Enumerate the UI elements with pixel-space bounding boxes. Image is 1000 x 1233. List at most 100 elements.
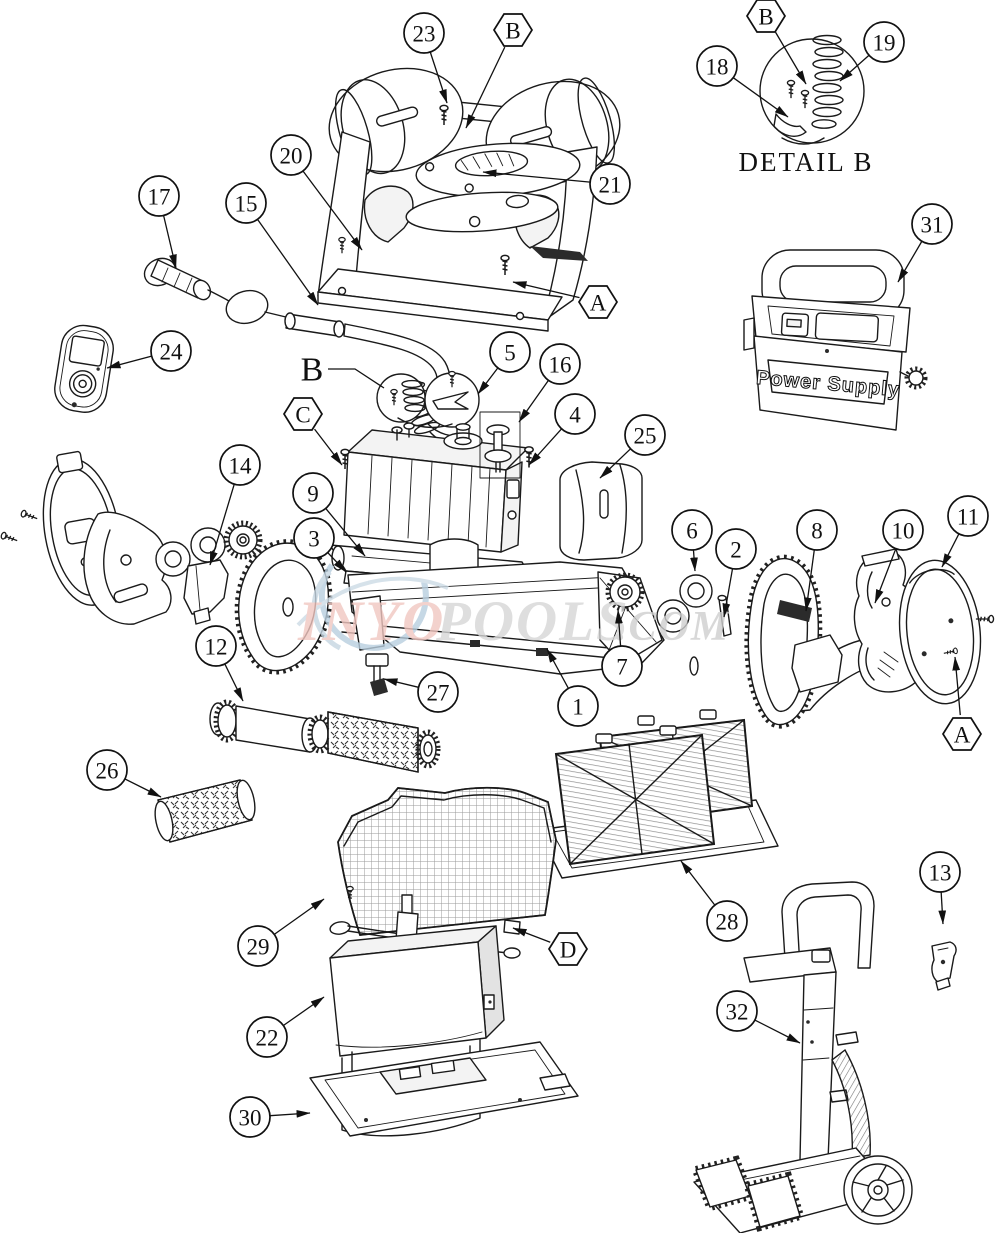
callout-B: B: [301, 352, 385, 389]
part-bottom-plate: [309, 1039, 579, 1137]
svg-text:20: 20: [280, 144, 303, 169]
svg-text:B: B: [301, 352, 324, 389]
part-bracket-14: [183, 559, 229, 625]
left-side-plate: [83, 511, 172, 625]
svg-text:27: 27: [427, 681, 450, 706]
svg-text:28: 28: [716, 910, 739, 935]
part-wheel-11: [898, 559, 982, 705]
callout-5: 5: [477, 331, 531, 395]
right-pulley-7: [605, 572, 645, 612]
svg-text:2: 2: [730, 538, 742, 563]
svg-text:30: 30: [239, 1106, 262, 1131]
part-clip-13: [931, 941, 957, 991]
callout-8: 8: [796, 509, 838, 612]
callout-A: A: [941, 656, 983, 751]
svg-text:A: A: [954, 723, 971, 748]
part-track-left: [234, 539, 333, 675]
svg-text:6: 6: [686, 519, 698, 544]
svg-text:21: 21: [599, 173, 622, 198]
part-remote-control: [54, 324, 114, 413]
svg-text:4: 4: [569, 403, 581, 428]
motor-pod: [791, 634, 843, 693]
watermark-text-3: .COM: [616, 604, 730, 650]
svg-text:B: B: [505, 19, 520, 44]
part-basket: [337, 786, 557, 936]
callout-1: 1: [546, 648, 599, 727]
cart-wheel: [843, 1155, 913, 1225]
svg-text:24: 24: [160, 340, 184, 365]
callout-7: 7: [601, 609, 643, 687]
part-side-cover: [559, 461, 643, 561]
callout-6: 6: [671, 509, 713, 572]
svg-text:B: B: [758, 5, 773, 30]
svg-text:D: D: [560, 938, 577, 963]
callout-12: 12: [195, 625, 244, 702]
svg-text:13: 13: [929, 861, 952, 886]
callout-B: B: [465, 13, 534, 129]
part-bracket-27: [365, 653, 389, 696]
cart-cleat-feet: [690, 1155, 806, 1232]
callout-11: 11: [941, 495, 989, 568]
callout-23: 23: [403, 12, 448, 104]
callout-32: 32: [716, 990, 801, 1044]
part-caddy-cart: [690, 881, 913, 1233]
swivel-detail-circles: [376, 370, 480, 429]
svg-text:17: 17: [148, 185, 171, 210]
callout-19: 19: [839, 21, 905, 82]
callout-A: A: [512, 281, 619, 319]
part-handle-float-assembly: [317, 67, 621, 332]
left-pulley: [223, 520, 263, 560]
callout-24: 24: [106, 330, 192, 372]
svg-text:22: 22: [256, 1026, 279, 1051]
callout-C: C: [282, 397, 343, 466]
svg-text:3: 3: [308, 527, 320, 552]
part-box-22: [329, 925, 505, 1057]
part-right-drive-group: [605, 548, 995, 729]
svg-text:23: 23: [413, 22, 436, 47]
svg-text:25: 25: [634, 424, 657, 449]
callout-18: 18: [696, 45, 789, 118]
svg-text:11: 11: [957, 505, 979, 530]
callout-D: D: [512, 927, 589, 966]
callout-4: 4: [528, 393, 596, 466]
callout-22: 22: [246, 996, 325, 1058]
svg-text:29: 29: [247, 935, 270, 960]
detail-b-title: DETAIL B: [738, 147, 873, 177]
callout-27: 27: [383, 671, 459, 713]
callout-B: B: [745, 0, 807, 85]
power-knob: [899, 366, 928, 390]
callout-21: 21: [482, 163, 631, 205]
filter-panel-front: [554, 725, 716, 866]
svg-text:12: 12: [205, 635, 228, 660]
svg-text:32: 32: [726, 1000, 749, 1025]
callout-26: 26: [86, 749, 162, 798]
callout-10: 10: [874, 509, 924, 604]
svg-text:15: 15: [235, 192, 258, 217]
part-roller-12: [209, 699, 441, 773]
callout-15: 15: [225, 182, 319, 306]
watermark-text-2: POOLS: [435, 590, 630, 653]
callout-31: 31: [897, 203, 953, 283]
svg-text:16: 16: [549, 353, 572, 378]
svg-text:1: 1: [572, 695, 584, 720]
svg-text:C: C: [295, 403, 310, 428]
svg-text:8: 8: [811, 519, 823, 544]
svg-text:14: 14: [229, 454, 253, 479]
callout-9: 9: [292, 472, 366, 557]
watermark: INYO POOLS .COM: [296, 563, 730, 653]
callout-29: 29: [237, 898, 325, 967]
svg-text:19: 19: [873, 31, 896, 56]
callout-20: 20: [270, 134, 363, 251]
svg-text:26: 26: [96, 759, 119, 784]
part-brush-26: [154, 779, 256, 843]
callout-3: 3: [293, 517, 347, 573]
callout-13: 13: [919, 851, 961, 925]
svg-text:7: 7: [616, 655, 628, 680]
callout-14: 14: [209, 444, 261, 566]
part-power-supply: Power Supply: [743, 249, 928, 431]
callout-2: 2: [715, 528, 757, 618]
svg-text:31: 31: [921, 213, 944, 238]
